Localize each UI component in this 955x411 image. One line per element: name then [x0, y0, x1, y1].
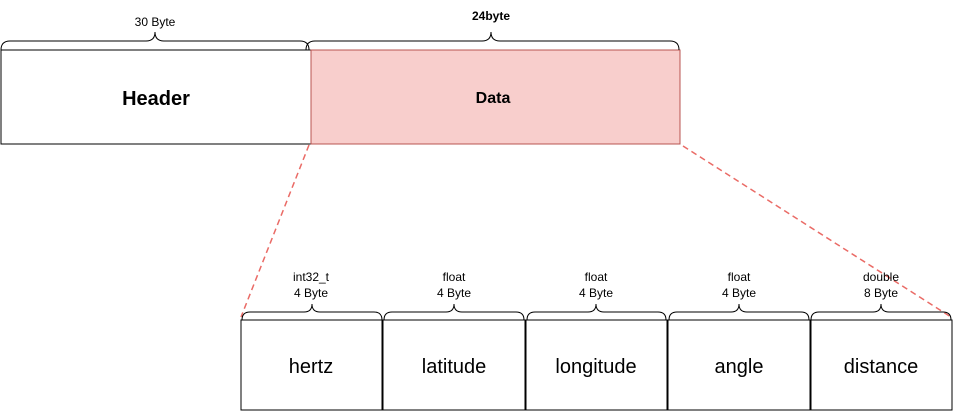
field-size-label: 8 Byte — [864, 286, 898, 300]
field-size-label: 4 Byte — [294, 286, 328, 300]
field-brace — [668, 303, 810, 321]
header-size-label: 30 Byte — [135, 15, 176, 29]
field-size-label: 4 Byte — [579, 286, 613, 300]
header-block: Header — [0, 49, 312, 145]
field-type-label: float — [443, 270, 466, 284]
field-hertz: int32_t 4 Byte hertz — [240, 270, 383, 411]
field-type-label: double — [863, 270, 899, 284]
data-size-brace — [305, 31, 680, 51]
field-type-label: float — [728, 270, 751, 284]
data-size-label: 24byte — [472, 9, 510, 23]
field-brace — [241, 303, 383, 321]
field-distance: double 8 Byte distance — [810, 270, 953, 411]
header-box — [0, 49, 312, 145]
field-longitude: float 4 Byte longitude — [525, 270, 668, 411]
field-angle: float 4 Byte angle — [667, 270, 811, 411]
data-expansion-connector-left — [240, 144, 310, 318]
data-label: Data — [476, 90, 511, 107]
field-box — [810, 319, 953, 411]
field-size-label: 4 Byte — [437, 286, 471, 300]
field-label: hertz — [289, 356, 333, 378]
field-brace — [810, 303, 952, 321]
header-label: Header — [122, 88, 190, 110]
field-brace — [526, 303, 667, 321]
field-label: distance — [844, 356, 919, 378]
field-size-label: 4 Byte — [722, 286, 756, 300]
field-box — [525, 319, 668, 411]
data-box — [310, 49, 681, 145]
field-box — [667, 319, 811, 411]
field-box — [382, 319, 526, 411]
field-type-label: float — [585, 270, 608, 284]
data-block: Data — [310, 49, 681, 145]
field-type-label: int32_t — [293, 270, 330, 284]
data-expansion-connector-right — [682, 145, 952, 318]
field-label: longitude — [555, 356, 636, 378]
field-label: latitude — [422, 356, 487, 378]
field-label: angle — [715, 356, 764, 378]
field-latitude: float 4 Byte latitude — [382, 270, 526, 411]
field-box — [240, 319, 383, 411]
field-brace — [383, 303, 525, 321]
header-size-brace — [0, 31, 310, 51]
